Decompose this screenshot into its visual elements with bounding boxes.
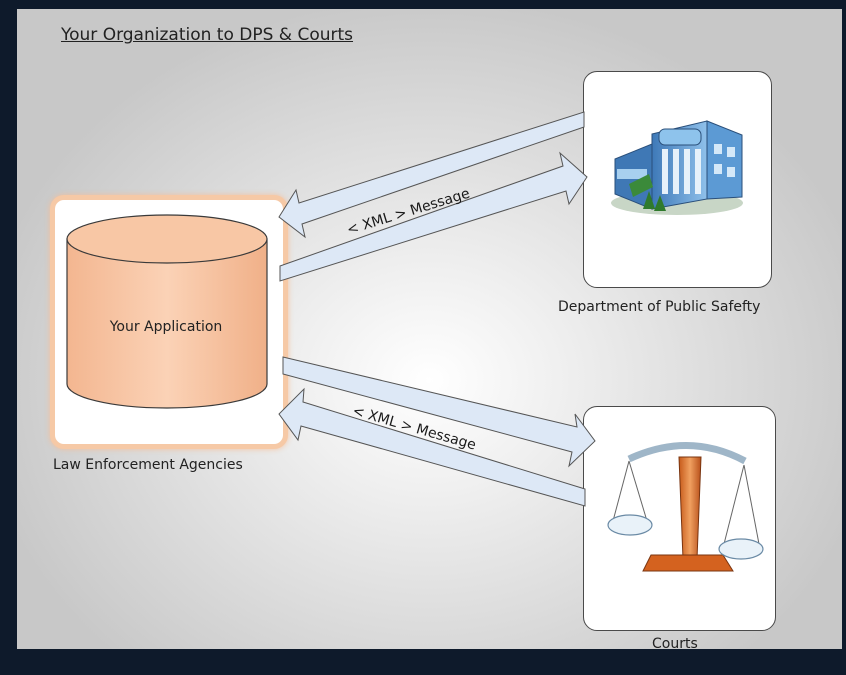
arrow-courts-to-app [278, 387, 586, 507]
arrow-app-to-courts [282, 356, 596, 468]
arrow-app-to-dps [279, 151, 588, 282]
database-icon [66, 214, 268, 409]
diagram-title: Your Organization to DPS & Courts [61, 25, 354, 45]
dps-caption: Department of Public Safefty [558, 299, 761, 315]
government-building-icon [611, 120, 743, 215]
law-enforcement-caption: Law Enforcement Agencies [53, 457, 243, 473]
application-label: Your Application [109, 319, 223, 335]
courts-caption: Courts [652, 636, 698, 652]
scales-of-justice-icon [607, 442, 764, 572]
diagram-slide: Your Organization to DPS & Courts [17, 9, 842, 652]
diagram-graphics [66, 111, 764, 572]
arrow-dps-to-app [278, 111, 585, 239]
